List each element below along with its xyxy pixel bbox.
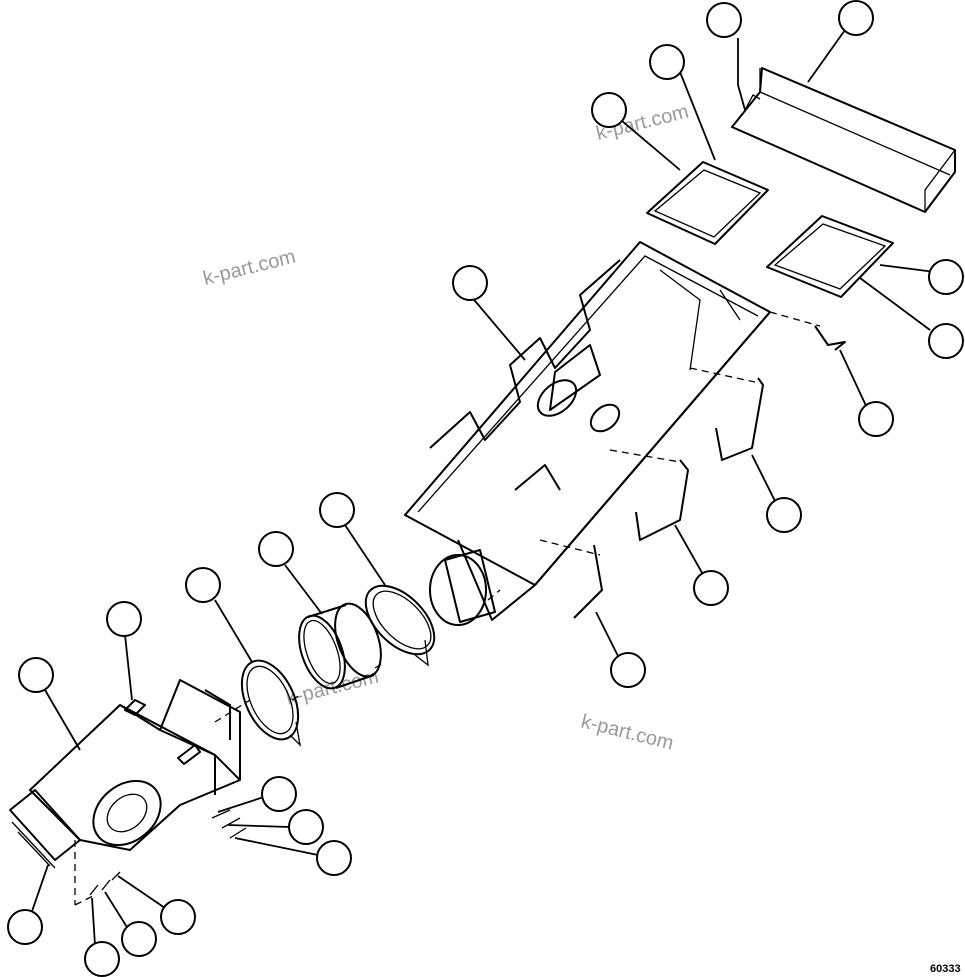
- callout-circle: [610, 652, 646, 688]
- callout-circle: [693, 570, 729, 606]
- watermark: k-part.com: [201, 246, 298, 290]
- seal-ring: [364, 584, 436, 667]
- callout-circle: [928, 259, 964, 295]
- top-cover-panel: [731, 67, 956, 213]
- callout-circle: [185, 567, 221, 603]
- alignment-lines: [74, 311, 821, 906]
- callout-circle: [106, 601, 142, 637]
- callout-circle: [591, 92, 627, 128]
- callout-circle: [160, 899, 196, 935]
- filter-plate-upper: [646, 161, 769, 245]
- callout-circle: [858, 401, 894, 437]
- main-duct-housing: [404, 241, 771, 626]
- blower-housing: [9, 679, 241, 869]
- filter-plate-lower: [766, 215, 894, 298]
- leader-lines: [29, 29, 936, 946]
- callout-circle: [452, 265, 488, 301]
- callout-circle: [928, 323, 964, 359]
- fastener-set: [89, 809, 247, 896]
- watermark: k-part.com: [579, 711, 676, 755]
- connector-sleeve: [298, 602, 382, 690]
- callout-circle: [261, 776, 297, 812]
- callout-circle: [258, 531, 294, 567]
- callout-circle: [7, 909, 43, 945]
- callout-circle: [18, 657, 54, 693]
- callout-circles: [7, 0, 964, 977]
- drawing-number: 60333: [930, 963, 961, 975]
- callout-circle: [121, 921, 157, 957]
- callout-circle: [84, 941, 120, 977]
- clamp-ring: [240, 659, 301, 747]
- callout-circle: [649, 44, 685, 80]
- callout-circle: [288, 809, 324, 845]
- callout-circle: [838, 0, 874, 36]
- clip-set: [573, 325, 846, 619]
- callout-circle: [706, 2, 742, 38]
- callout-circle: [766, 497, 802, 533]
- callout-circle: [319, 492, 355, 528]
- callout-circle: [316, 840, 352, 876]
